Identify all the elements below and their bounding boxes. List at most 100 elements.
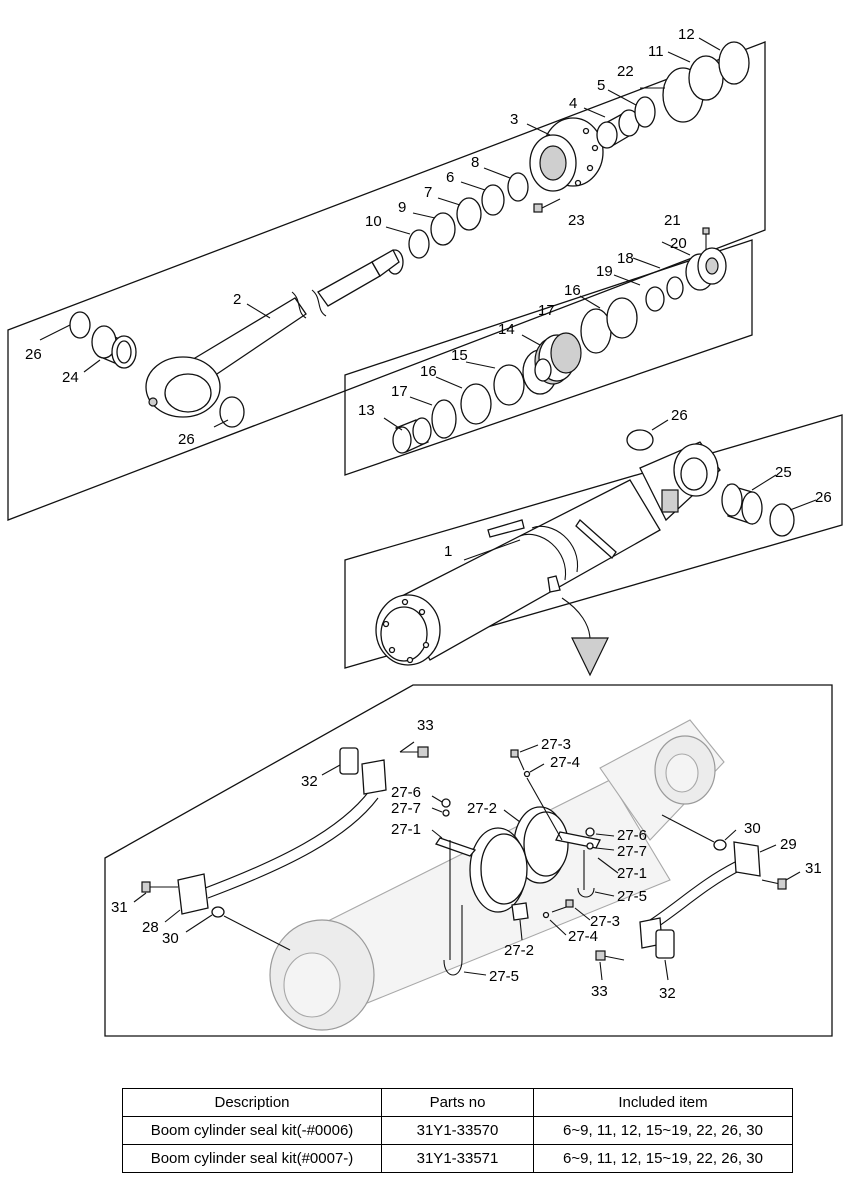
table-row: Boom cylinder seal kit(-#0006) 31Y1-3357…	[122, 1116, 793, 1145]
rod-eye	[145, 356, 221, 418]
callout-31-right: 31	[805, 860, 822, 877]
callout-5: 5	[597, 77, 605, 94]
ring-16-right	[606, 297, 638, 339]
callout-27-6-right: 27-6	[617, 827, 647, 844]
seal-7	[456, 197, 482, 231]
ring-16-left	[460, 383, 492, 425]
bracket-27-1-left	[434, 837, 477, 976]
seal-kit-table: Description Parts no Included item Boom …	[122, 1088, 793, 1173]
seal-9	[430, 212, 456, 246]
detail-view-arrow	[561, 597, 609, 677]
plate-32-right	[655, 929, 675, 959]
callout-27-5-left: 27-5	[489, 968, 519, 985]
callout-8: 8	[471, 154, 479, 171]
callout-31-left: 31	[111, 899, 128, 916]
callout-18: 18	[617, 250, 634, 267]
header-parts-no: Parts no	[381, 1088, 534, 1117]
bolt-31-left	[141, 881, 178, 893]
cylinder-tube-1	[375, 441, 721, 666]
clamp-band-27-2-lower	[469, 827, 529, 921]
callout-17-right: 17	[538, 302, 555, 319]
leader-30-left	[223, 915, 291, 951]
bushing-24	[91, 325, 137, 369]
callout-26-rod-eye: 26	[178, 431, 195, 448]
ring-12	[718, 41, 750, 85]
bolt-23	[533, 198, 561, 213]
bolt-27-3-lower	[551, 899, 574, 913]
callout-27-1-left: 27-1	[391, 821, 421, 838]
washer-27-4-upper	[523, 770, 531, 778]
callout-26-tube-top: 26	[671, 407, 688, 424]
bolt-33-left	[400, 746, 429, 758]
callout-17-left: 17	[391, 383, 408, 400]
header-description: Description	[122, 1088, 382, 1117]
bushing-13	[392, 417, 432, 454]
callout-27-7-left: 27-7	[391, 800, 421, 817]
callout-27-1-right: 27-1	[617, 865, 647, 882]
bolt-27-3-upper	[510, 749, 525, 771]
rod-group-frame	[7, 41, 766, 521]
callout-25: 25	[775, 464, 792, 481]
piston-rod	[194, 249, 404, 381]
callout-27-3-upper: 27-3	[541, 736, 571, 753]
callout-13: 13	[358, 402, 375, 419]
callout-30-right: 30	[744, 820, 761, 837]
callout-16-left: 16	[420, 363, 437, 380]
callout-15: 15	[451, 347, 468, 364]
callout-22: 22	[617, 63, 634, 80]
cell-parts-no: 31Y1-33570	[381, 1116, 534, 1145]
callout-21: 21	[664, 212, 681, 229]
cell-description: Boom cylinder seal kit(-#0006)	[122, 1116, 382, 1145]
callout-27-6-left: 27-6	[391, 784, 421, 801]
leader-30-right	[661, 814, 715, 843]
seal-10	[408, 229, 430, 259]
callout-6: 6	[446, 169, 454, 186]
dust-ring-26-tube-top	[626, 429, 654, 451]
callout-24: 24	[62, 369, 79, 386]
bolt-31-right	[761, 878, 787, 890]
seal-8	[507, 172, 529, 202]
ring-19	[645, 286, 665, 312]
callout-32-right: 32	[659, 985, 676, 1002]
cell-description: Boom cylinder seal kit(#0007-)	[122, 1144, 382, 1173]
callout-2: 2	[233, 291, 241, 308]
callout-1: 1	[444, 543, 452, 560]
leader-27-3-upper	[526, 777, 563, 841]
callout-33-left: 33	[417, 717, 434, 734]
ring-11	[688, 55, 724, 101]
callout-19: 19	[596, 263, 613, 280]
callout-27-7-right: 27-7	[617, 843, 647, 860]
bushing-4	[596, 109, 640, 149]
detail-view-frame	[104, 684, 833, 1037]
left-grease-pipe	[177, 759, 387, 915]
callout-16-right: 16	[564, 282, 581, 299]
callout-10: 10	[365, 213, 382, 230]
boom-cylinder-exploded-diagram: 1 2 3 4 5 6 7 8 9 10 11 12 13 14 15 16 1…	[7, 26, 843, 1037]
callout-27-2-upper: 27-2	[467, 800, 497, 817]
dust-ring-26-eye	[219, 396, 245, 428]
rod-cover-3	[529, 117, 604, 192]
nut-27-6-left	[441, 798, 451, 808]
nut-20	[685, 247, 727, 291]
ring-18	[666, 276, 684, 300]
callout-26-tube-right: 26	[815, 489, 832, 506]
ring-15	[493, 364, 525, 406]
callout-14: 14	[498, 321, 515, 338]
dust-ring-26-left	[69, 311, 91, 339]
callout-28: 28	[142, 919, 159, 936]
piston-seal-group-frame	[344, 239, 753, 476]
callout-33-right: 33	[591, 983, 608, 1000]
bolt-33-right	[595, 950, 625, 961]
o-ring-30-right	[713, 839, 727, 851]
table-row: Boom cylinder seal kit(#0007-) 31Y1-3357…	[122, 1144, 793, 1173]
table-header-row: Description Parts no Included item	[122, 1088, 793, 1117]
washer-27-7-left	[442, 809, 450, 817]
set-screw-21	[702, 227, 710, 250]
callout-leader-lines	[39, 37, 817, 981]
callout-26-rod-left: 26	[25, 346, 42, 363]
dust-ring-26-tube-right	[769, 503, 795, 537]
callout-27-2-lower: 27-2	[504, 942, 534, 959]
cell-included-item: 6~9, 11, 12, 15~19, 22, 26, 30	[533, 1116, 793, 1145]
callout-3: 3	[510, 111, 518, 128]
callout-27-4-lower: 27-4	[568, 928, 598, 945]
